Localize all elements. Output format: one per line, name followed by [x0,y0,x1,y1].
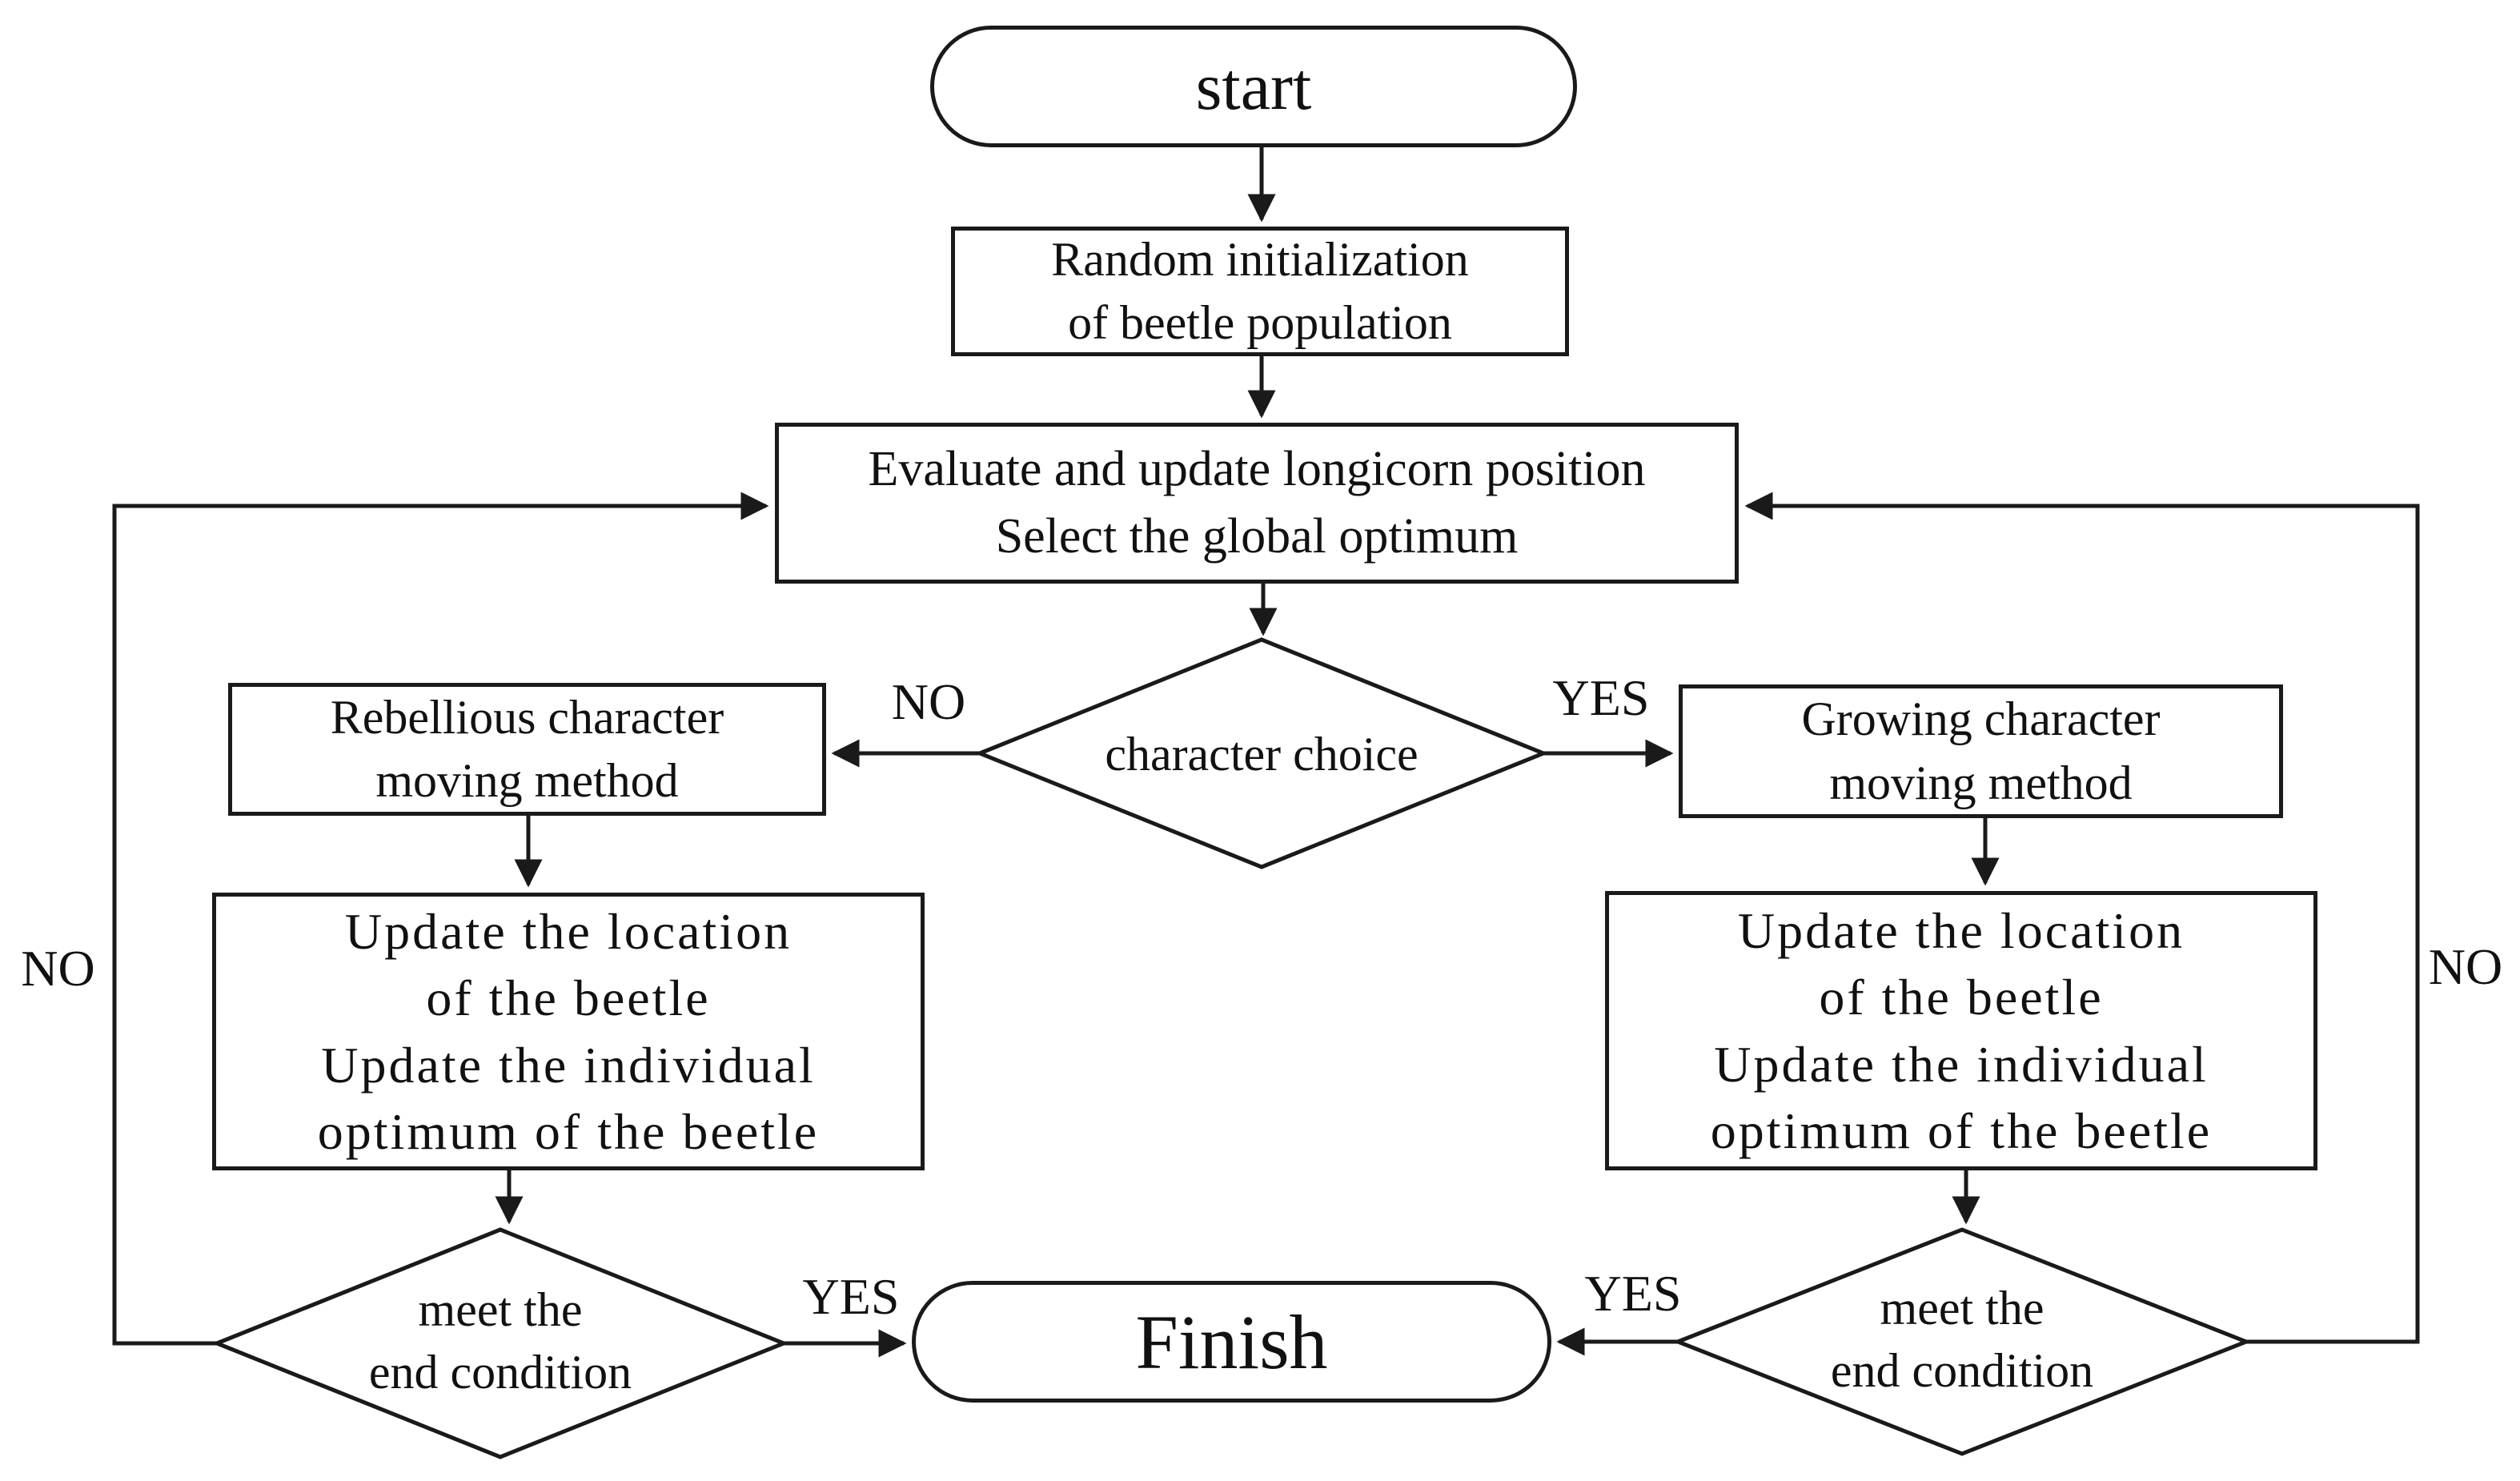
node-line: character choice [1105,728,1419,781]
decision-character-choice-shape [974,637,1549,869]
node-rebellious-method: Rebellious character moving method [228,683,826,816]
edge-label-loop-left-no: NO [0,943,116,994]
edge-label-text: NO [891,673,966,730]
node-random-initialization: Random initialization of beetle populati… [951,227,1569,356]
node-line: optimum of the beetle [1710,1102,2213,1159]
node-line: Evaluate and update longicorn position [868,441,1646,496]
node-growing-method: Growing character moving method [1679,684,2283,818]
node-line: moving method [1829,756,2133,809]
decision-character-choice-label: character choice [981,723,1542,785]
edge-label-end-right-yes: YES [1545,1268,1721,1319]
node-line: optimum of the beetle [317,1102,820,1160]
node-line: of the beetle [1819,969,2104,1026]
edge-label-text: YES [1584,1265,1682,1322]
node-line: Update the location [1737,902,2185,960]
node-finish-label: Finish [1135,1298,1328,1385]
decision-end-left-shape [211,1227,789,1459]
decision-end-right-shape [1672,1227,2252,1456]
edge-label-choice-yes: YES [1513,672,1689,724]
node-line: of beetle population [1068,296,1452,349]
edge-label-text: NO [2428,938,2503,995]
node-start-label: start [1195,49,1312,124]
edge-label-choice-no: NO [849,676,1009,728]
node-line: moving method [375,754,679,807]
edge-end-left-loop-to-evaluate [112,492,769,1346]
node-line: of the beetle [426,969,711,1027]
edge-label-text: YES [1552,669,1650,726]
node-line: Select the global optimum [995,508,1519,564]
edge-end-right-loop-to-evaluate [1744,492,2420,1344]
node-update-left: Update the location of the beetle Update… [212,893,925,1170]
decision-end-left-label: meet the end condition [260,1278,740,1403]
node-line: Update the location [344,903,793,961]
node-evaluate-update: Evaluate and update longicorn position S… [775,423,1739,584]
edge-label-end-left-yes: YES [763,1271,939,1322]
node-start: start [930,26,1577,147]
node-line: meet the [418,1283,583,1336]
node-line: end condition [368,1346,632,1399]
node-line: meet the [1880,1282,2044,1335]
edge-label-loop-right-no: NO [2402,941,2520,993]
node-line: Growing character [1801,692,2161,746]
decision-end-right-label: meet the end condition [1722,1277,2202,1402]
node-update-right: Update the location of the beetle Update… [1605,891,2317,1170]
edge-label-text: YES [802,1268,900,1325]
node-line: Random initialization [1051,232,1469,286]
node-line: end condition [1830,1344,2094,1397]
node-line: Update the individual [1714,1035,2209,1093]
node-line: Update the individual [321,1036,816,1094]
node-line: Rebellious character [330,690,724,744]
edge-label-text: NO [21,940,95,997]
node-finish: Finish [912,1281,1551,1403]
